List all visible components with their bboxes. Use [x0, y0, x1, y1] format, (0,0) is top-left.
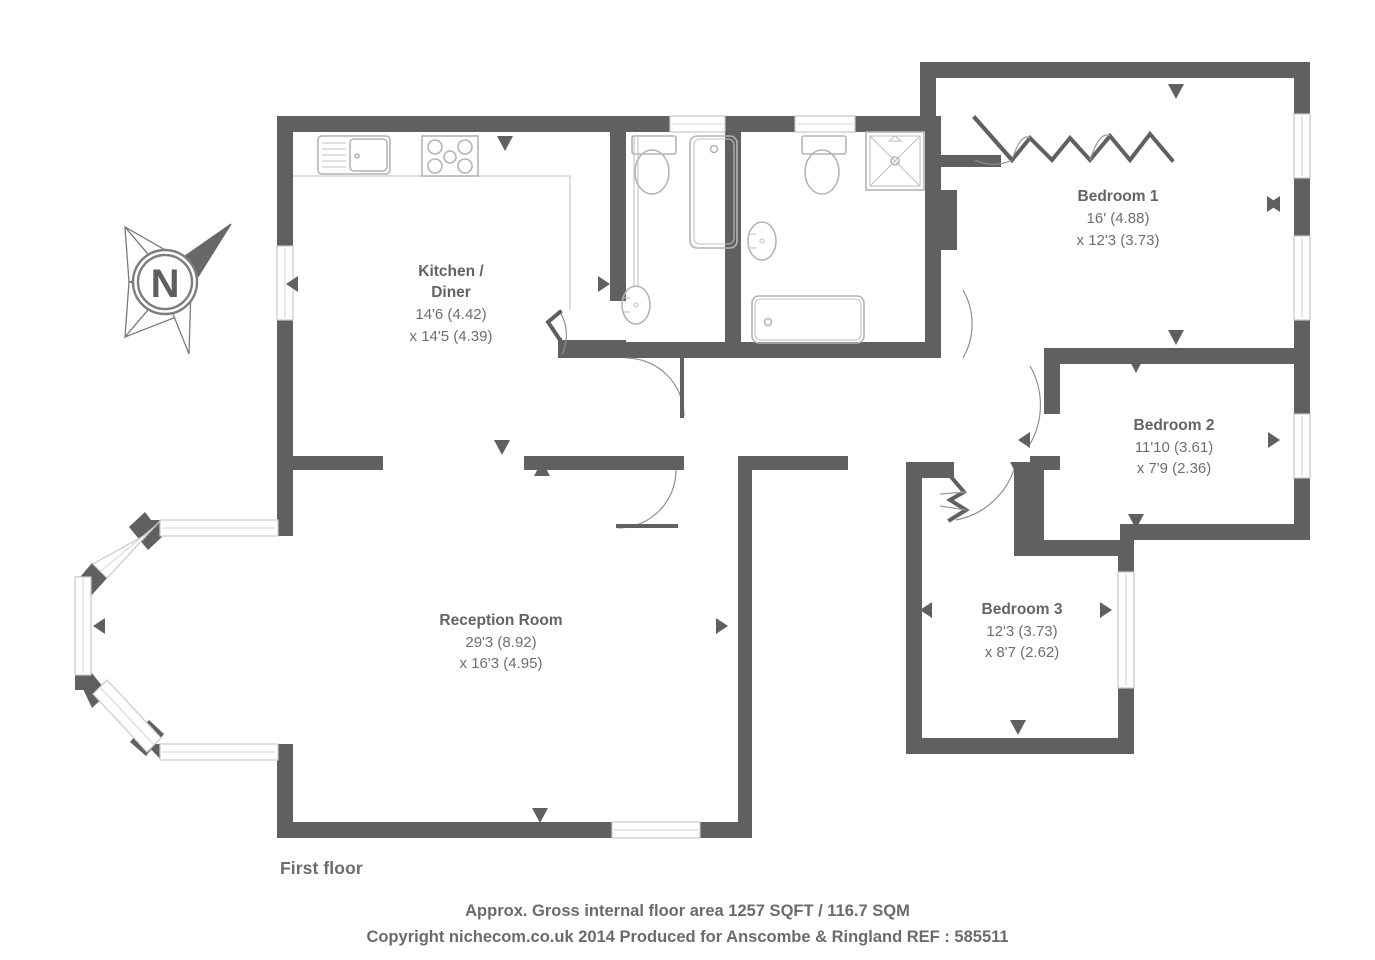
svg-text:29'3 (8.92): 29'3 (8.92): [465, 634, 536, 651]
room-labels: Kitchen / Diner 14'6 (4.42) x 14'5 (4.39…: [410, 188, 1215, 672]
svg-text:16' (4.88): 16' (4.88): [1087, 210, 1150, 227]
washbasin-icon: [621, 136, 651, 325]
footer-area-text: Approx. Gross internal floor area 1257 S…: [465, 902, 910, 920]
room-label-bedroom-1: Bedroom 1 16' (4.88) x 12'3 (3.73): [1077, 188, 1160, 249]
svg-text:x 12'3 (3.73): x 12'3 (3.73): [1077, 232, 1160, 249]
svg-text:14'6 (4.42): 14'6 (4.42): [415, 306, 486, 323]
room-label-kitchen-diner: Kitchen / Diner 14'6 (4.42) x 14'5 (4.39…: [410, 263, 493, 345]
footer-copyright-text: Copyright nichecom.co.uk 2014 Produced f…: [366, 928, 1009, 946]
svg-text:Bedroom 1: Bedroom 1: [1078, 188, 1159, 205]
svg-text:12'3 (3.73): 12'3 (3.73): [986, 623, 1057, 640]
north-arrow: N: [124, 223, 232, 355]
door-swing-bath1: [625, 357, 685, 417]
svg-text:Diner: Diner: [431, 284, 471, 301]
kitchen-fixtures: [293, 135, 571, 310]
door-swing-reception: [617, 469, 677, 529]
svg-text:x 8'7 (2.62): x 8'7 (2.62): [985, 644, 1060, 661]
floor-title: First floor: [280, 858, 363, 878]
bathroom-2-fixtures: [747, 131, 925, 344]
wardrobe-bifold-icon: [972, 115, 1175, 165]
toilet-icon: [631, 135, 677, 195]
svg-text:x 7'9 (2.36): x 7'9 (2.36): [1137, 460, 1212, 477]
room-label-bedroom-2: Bedroom 2 11'10 (3.61) x 7'9 (2.36): [1134, 417, 1215, 477]
toilet-icon: [801, 135, 847, 195]
bathtub-icon: [751, 295, 865, 344]
compass-north-label: N: [151, 262, 180, 306]
view-direction-markers: [93, 84, 1280, 823]
doors: [545, 115, 1175, 529]
svg-text:Bedroom 2: Bedroom 2: [1134, 417, 1215, 434]
door-swing-corridor: [962, 289, 973, 359]
footer: Approx. Gross internal floor area 1257 S…: [0, 898, 1375, 950]
svg-text:x 16'3 (4.95): x 16'3 (4.95): [460, 655, 543, 672]
svg-text:11'10 (3.61): 11'10 (3.61): [1135, 439, 1213, 456]
door-swing-bedroom3: [955, 461, 1017, 521]
kitchen-sink-icon: [317, 135, 391, 175]
bathroom-1-fixtures: [621, 135, 738, 325]
bathtub-icon: [689, 135, 738, 249]
svg-text:Bedroom 3: Bedroom 3: [982, 601, 1063, 618]
walls: [75, 62, 1310, 838]
svg-text:x 14'5 (4.39): x 14'5 (4.39): [410, 328, 493, 345]
door-swing-kitchen: [559, 311, 568, 359]
svg-text:Kitchen /: Kitchen /: [418, 263, 484, 280]
shower-tray-icon: [865, 131, 925, 191]
washbasin-icon: [747, 221, 777, 261]
svg-text:Reception Room: Reception Room: [439, 612, 562, 629]
room-label-bedroom-3: Bedroom 3 12'3 (3.73) x 8'7 (2.62): [982, 601, 1063, 661]
room-label-reception-room: Reception Room 29'3 (8.92) x 16'3 (4.95): [439, 612, 562, 672]
kitchen-hob-icon: [421, 135, 479, 177]
windows: [74, 113, 1311, 839]
